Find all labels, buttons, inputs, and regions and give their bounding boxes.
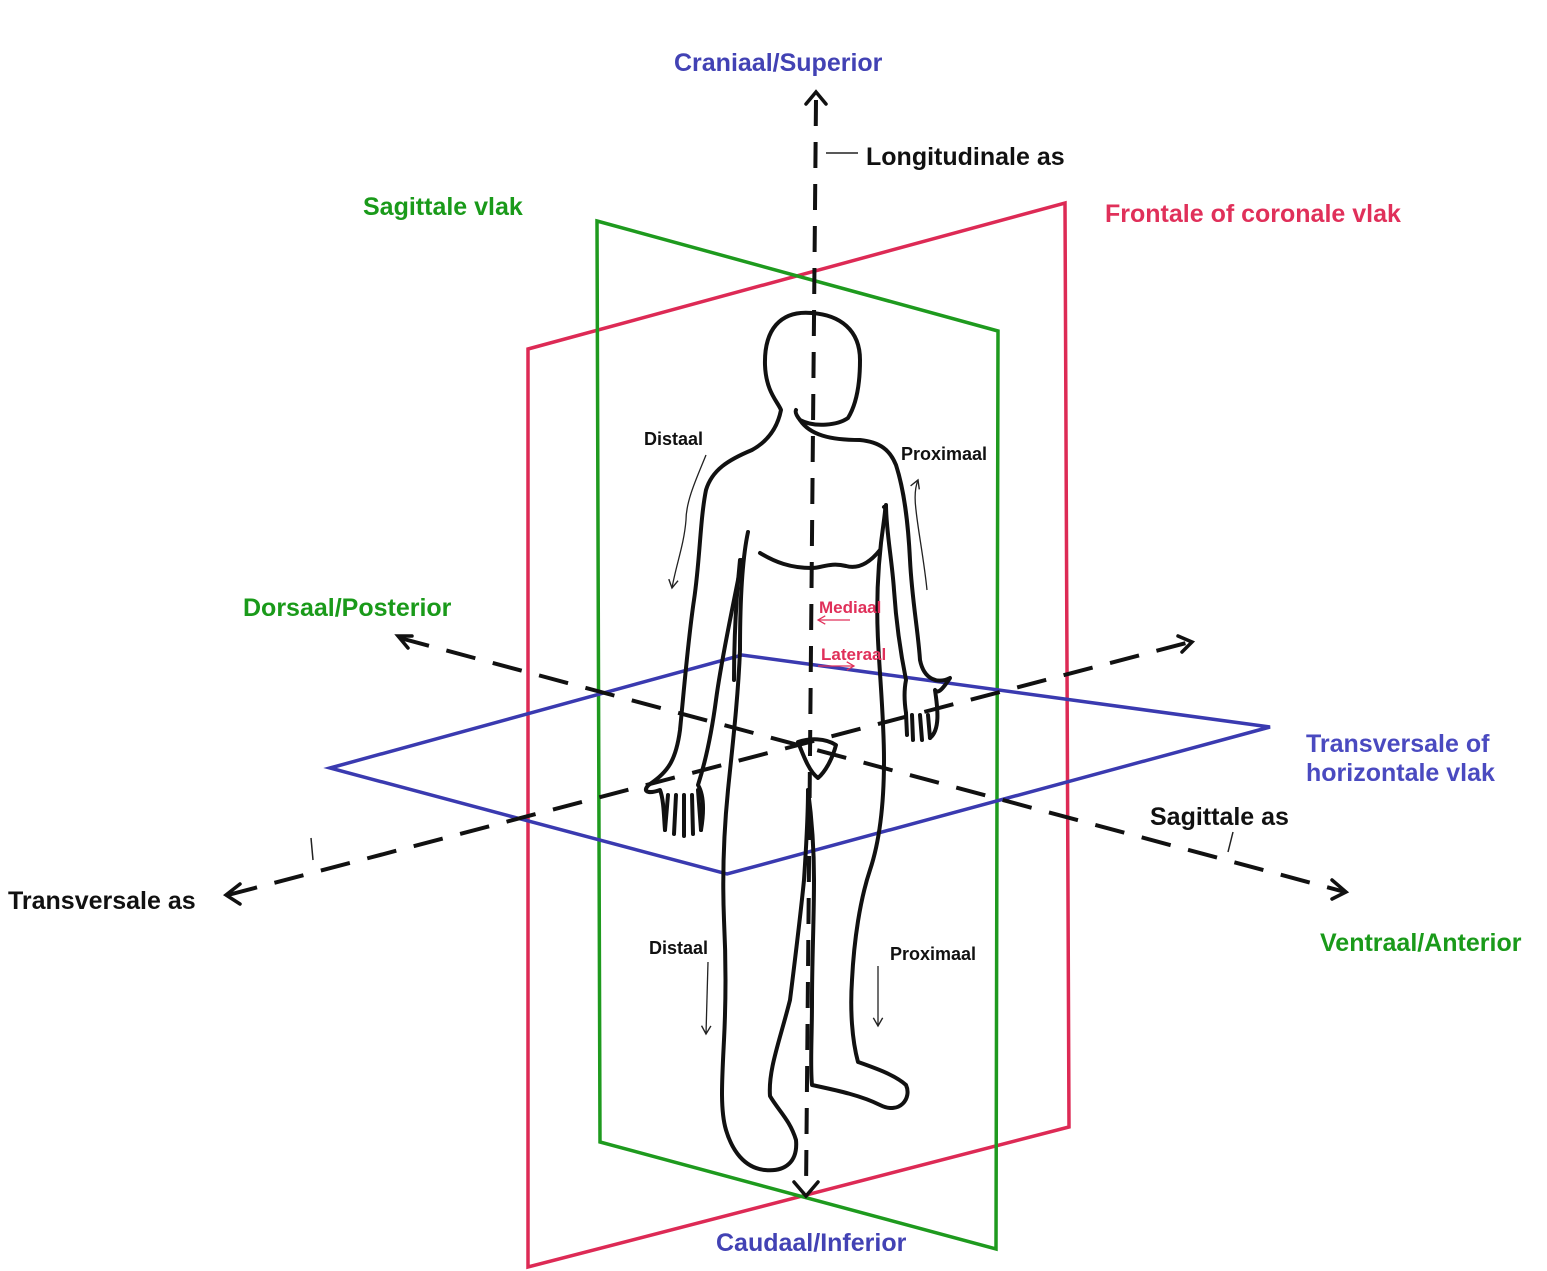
transverse-axis bbox=[227, 640, 1191, 897]
label-mediaal: Mediaal bbox=[819, 598, 881, 617]
label-ventraal-anterior: Ventraal/Anterior bbox=[1320, 929, 1522, 957]
human-figure-outline bbox=[643, 310, 952, 1173]
distaal-lower-arrow bbox=[700, 961, 712, 1036]
label-proximaal-upper: Proximaal bbox=[901, 444, 987, 464]
label-lateraal: Lateraal bbox=[821, 645, 886, 664]
label-transversale-vlak-2: horizontale vlak bbox=[1306, 759, 1495, 787]
sagittal-axis-arrow-left bbox=[394, 634, 414, 650]
proximaal-upper-arrow bbox=[910, 478, 928, 591]
transverse-axis-arrow-left bbox=[222, 882, 242, 906]
label-caudaal-inferior: Caudaal/Inferior bbox=[716, 1229, 907, 1257]
label-proximaal-lower: Proximaal bbox=[890, 944, 976, 964]
label-frontale-vlak: Frontale of coronale vlak bbox=[1105, 200, 1401, 228]
sagittal-axis bbox=[399, 636, 1346, 894]
transverse-axis-arrow-right bbox=[1176, 634, 1196, 654]
longitudinal-axis bbox=[804, 99, 818, 1193]
sagittal-plane bbox=[595, 218, 1000, 1252]
transversale-axis-pointer bbox=[310, 837, 314, 861]
label-longitudinale-as: Longitudinale as bbox=[866, 143, 1065, 171]
label-dorsaal-posterior: Dorsaal/Posterior bbox=[243, 594, 452, 622]
transverse-plane bbox=[323, 653, 1271, 876]
label-sagittale-vlak: Sagittale vlak bbox=[363, 193, 523, 221]
longitudinal-axis-arrow-down bbox=[792, 1180, 820, 1199]
longitudinal-axis-arrow-up bbox=[804, 89, 828, 106]
frontal-plane bbox=[526, 200, 1071, 1270]
sagittal-axis-pointer bbox=[1227, 831, 1234, 853]
label-transversale-vlak-1: Transversale of bbox=[1306, 730, 1490, 758]
sagittal-axis-arrow-right bbox=[1330, 878, 1350, 901]
label-distaal-upper: Distaal bbox=[644, 429, 703, 449]
distaal-upper-arrow bbox=[668, 454, 707, 590]
label-craniaal-superior: Craniaal/Superior bbox=[674, 49, 883, 77]
label-transversale-as: Transversale as bbox=[8, 887, 196, 915]
label-distaal-lower: Distaal bbox=[649, 938, 708, 958]
label-sagittale-as: Sagittale as bbox=[1150, 803, 1289, 831]
